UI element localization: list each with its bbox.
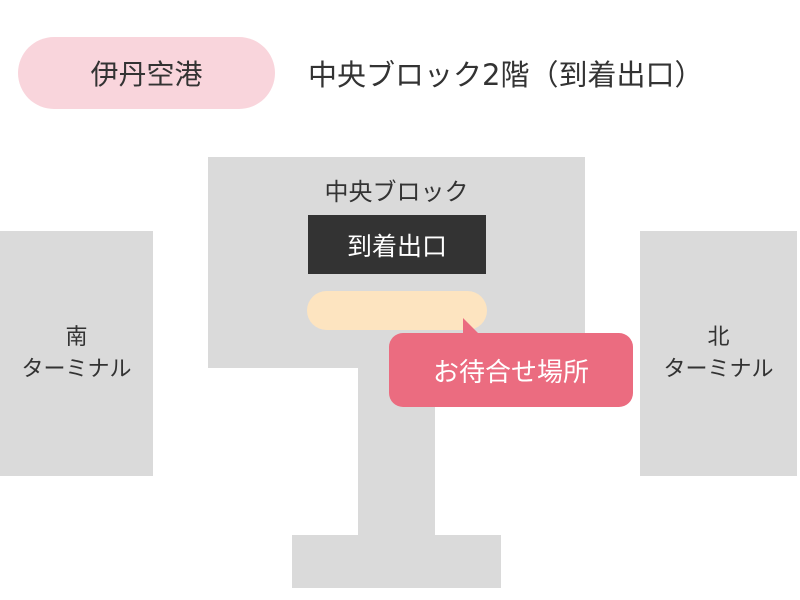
airport-name: 伊丹空港	[90, 58, 203, 91]
south-terminal-label-2: ターミナル	[21, 356, 132, 382]
meeting-area	[307, 291, 487, 330]
central-block-label: 中央ブロック	[324, 178, 469, 206]
airport-badge: 伊丹空港	[18, 37, 275, 109]
central-block-base	[292, 535, 501, 588]
callout-pointer	[463, 318, 479, 334]
meeting-point-label: お待合せ場所	[432, 357, 589, 388]
north-terminal: 北 ターミナル	[640, 231, 797, 476]
location-title: 中央ブロック2階（到着出口）	[308, 58, 704, 92]
meeting-point-callout: お待合せ場所	[389, 333, 633, 407]
north-terminal-label: 北	[707, 324, 730, 350]
arrival-exit-sign: 到着出口	[308, 215, 486, 274]
south-terminal: 南 ターミナル	[0, 231, 153, 476]
south-terminal-label: 南	[65, 324, 88, 350]
arrival-exit-label: 到着出口	[346, 231, 447, 261]
north-terminal-label-2: ターミナル	[663, 356, 774, 382]
